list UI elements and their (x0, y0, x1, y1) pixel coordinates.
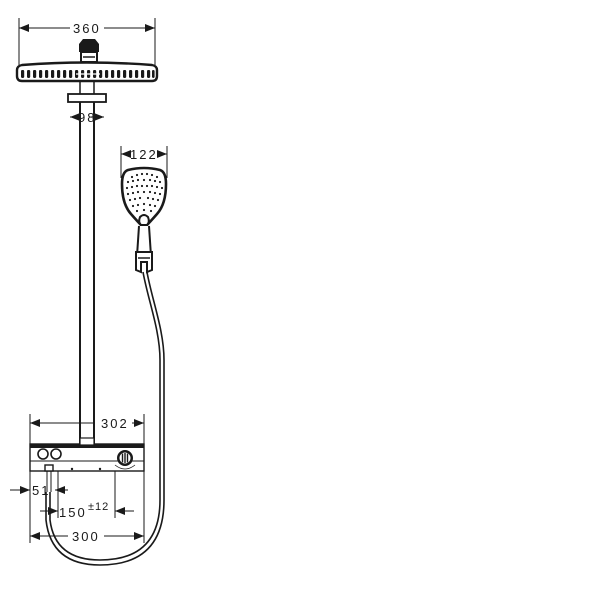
dimension-outer-spacing: 300 (30, 529, 144, 544)
overhead-shower (15, 39, 159, 83)
push-button-icon-2 (50, 448, 62, 460)
push-button-icon-1 (37, 448, 49, 460)
temperature-knob-icon (114, 450, 136, 470)
shower-hose (45, 271, 165, 566)
dimension-label-150: 150 (59, 505, 87, 520)
dimension-label-302: 302 (101, 416, 129, 431)
dimension-tolerance-12: ±12 (88, 501, 109, 513)
dimension-label-51: 51 (32, 483, 50, 498)
dimension-pole-diameter: 98 (70, 110, 104, 125)
spray-nozzles-icon (125, 172, 164, 213)
hand-shower-holder (135, 251, 153, 274)
dimension-thermostat-width: 302 (29, 414, 145, 444)
dimension-connection-spacing: 150 ±12 (40, 501, 134, 520)
dimension-wall-offset: 51 (10, 483, 68, 498)
thermostat-shelf (29, 437, 145, 492)
dimension-overhead-width: 360 (18, 18, 156, 68)
dimension-label-122: 122 (130, 147, 158, 162)
dimension-label-360: 360 (73, 21, 101, 36)
dimension-label-300: 300 (72, 529, 100, 544)
shower-pole (67, 81, 107, 444)
hand-shower (120, 166, 168, 257)
dimension-hand-shower-width: 122 (120, 146, 168, 178)
nozzle-slots-icon (21, 70, 155, 78)
dimension-label-98: 98 (78, 110, 96, 125)
